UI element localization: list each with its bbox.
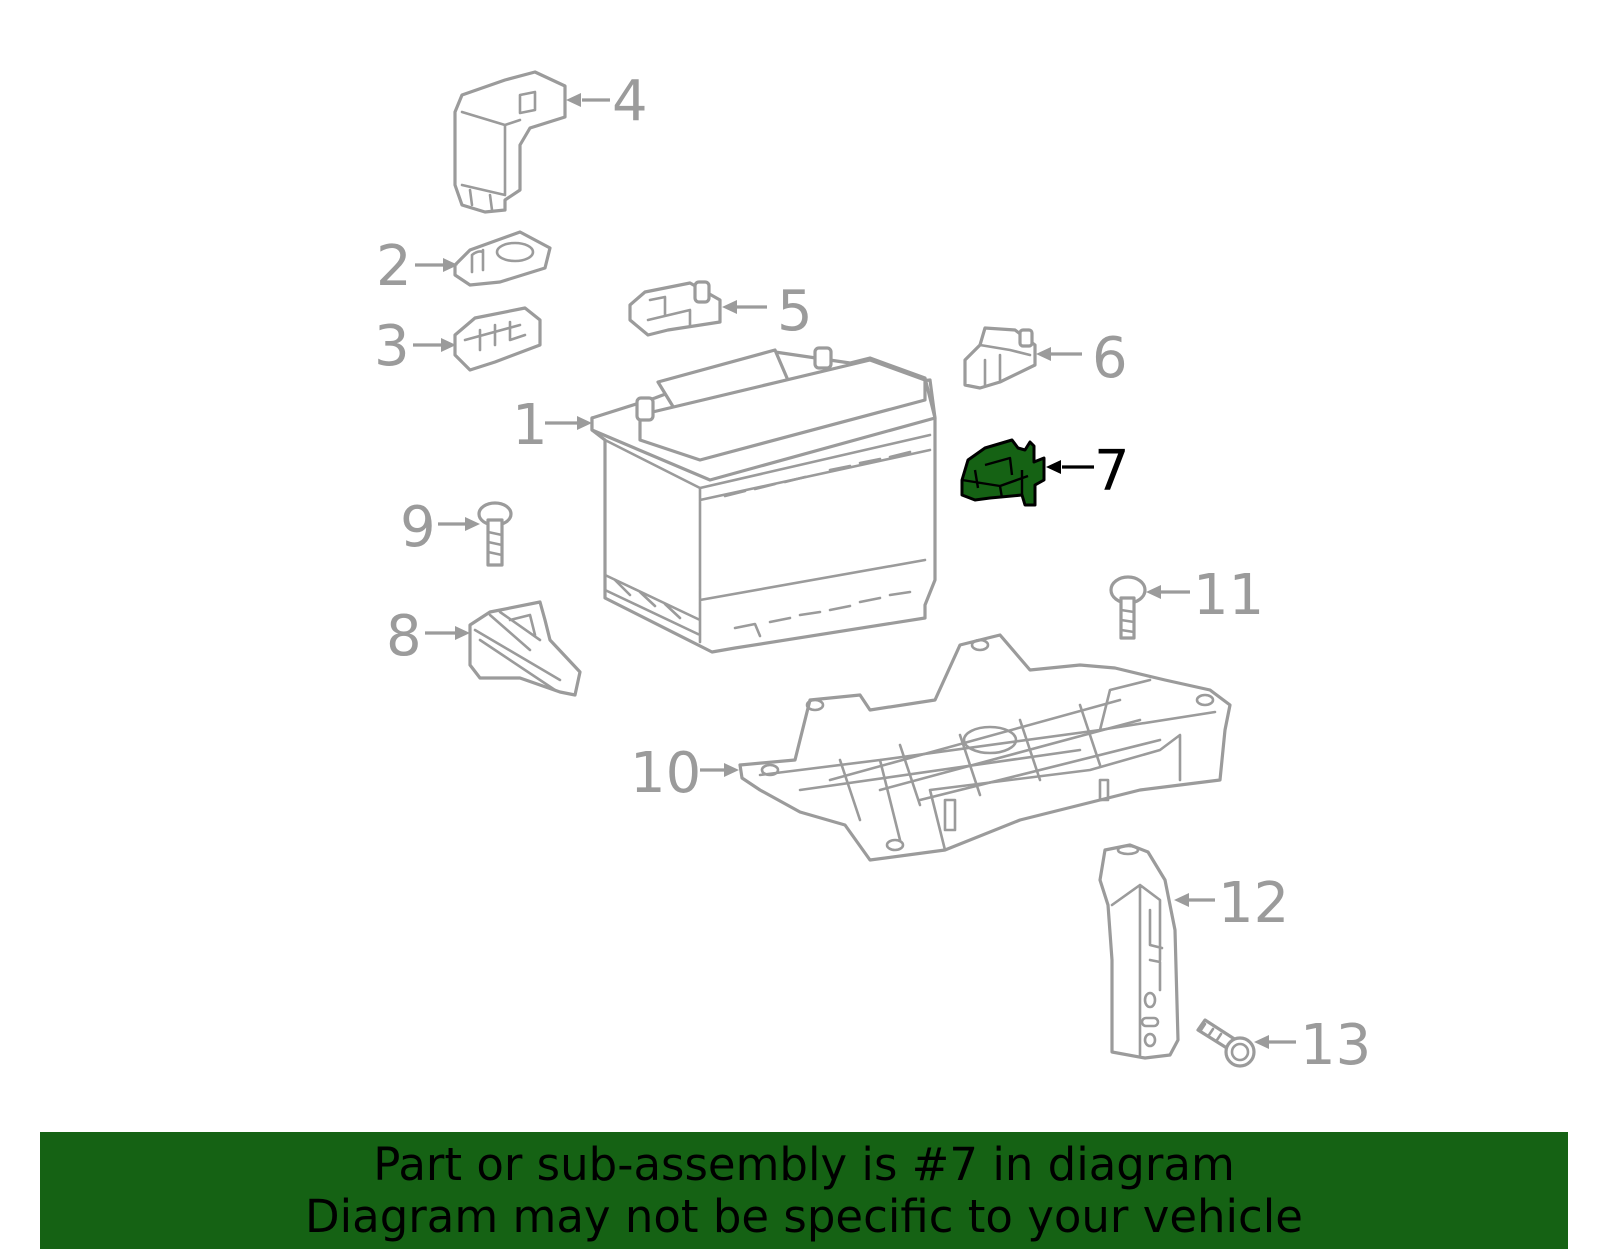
part-7-bracket-highlighted[interactable]: [960, 438, 1046, 507]
callout-10-label: 10: [630, 741, 701, 806]
callout-12-label: 12: [1218, 871, 1289, 936]
callout-11: 11: [1146, 563, 1264, 628]
part-11-bolt[interactable]: [1109, 575, 1147, 640]
callout-8-label: 8: [386, 604, 422, 669]
info-banner: Part or sub-assembly is #7 in diagram Di…: [40, 1132, 1568, 1249]
callout-8: 8: [386, 604, 470, 669]
callout-5: 5: [722, 279, 813, 344]
part-12-bracket[interactable]: [1098, 843, 1180, 1060]
part-10-battery-tray[interactable]: [738, 633, 1232, 862]
part-6-terminal[interactable]: [963, 326, 1037, 390]
callout-3: 3: [374, 314, 456, 379]
part-5-clamp[interactable]: [628, 280, 722, 337]
callout-2: 2: [376, 234, 458, 299]
callout-9: 9: [400, 495, 480, 560]
callout-1: 1: [512, 393, 592, 458]
callout-7: 7: [1046, 439, 1130, 504]
part-2-clamp[interactable]: [453, 230, 552, 287]
part-8-hold-down-clamp[interactable]: [468, 600, 582, 697]
part-9-bolt[interactable]: [477, 501, 513, 567]
banner-line-part-info: Part or sub-assembly is #7 in diagram: [373, 1137, 1235, 1191]
part-3-terminal[interactable]: [453, 306, 542, 372]
callout-10: 10: [630, 741, 739, 806]
callout-4-label: 4: [612, 69, 648, 134]
part-4-terminal-cover[interactable]: [453, 70, 567, 214]
callout-5-label: 5: [777, 279, 813, 344]
part-13-bolt[interactable]: [1196, 1018, 1256, 1068]
callout-2-label: 2: [376, 234, 412, 299]
callout-13: 13: [1254, 1013, 1371, 1078]
part-1-battery[interactable]: [590, 346, 937, 654]
banner-line-disclaimer: Diagram may not be specific to your vehi…: [305, 1189, 1303, 1243]
callout-3-label: 3: [374, 314, 410, 379]
callout-11-label: 11: [1193, 563, 1264, 628]
callout-7-label: 7: [1094, 439, 1130, 504]
callout-13-label: 13: [1300, 1013, 1371, 1078]
callout-6: 6: [1036, 326, 1128, 391]
callout-6-label: 6: [1092, 326, 1128, 391]
callout-1-label: 1: [512, 393, 548, 458]
callout-12: 12: [1174, 871, 1289, 936]
callout-9-label: 9: [400, 495, 436, 560]
callout-4: 4: [566, 69, 648, 134]
